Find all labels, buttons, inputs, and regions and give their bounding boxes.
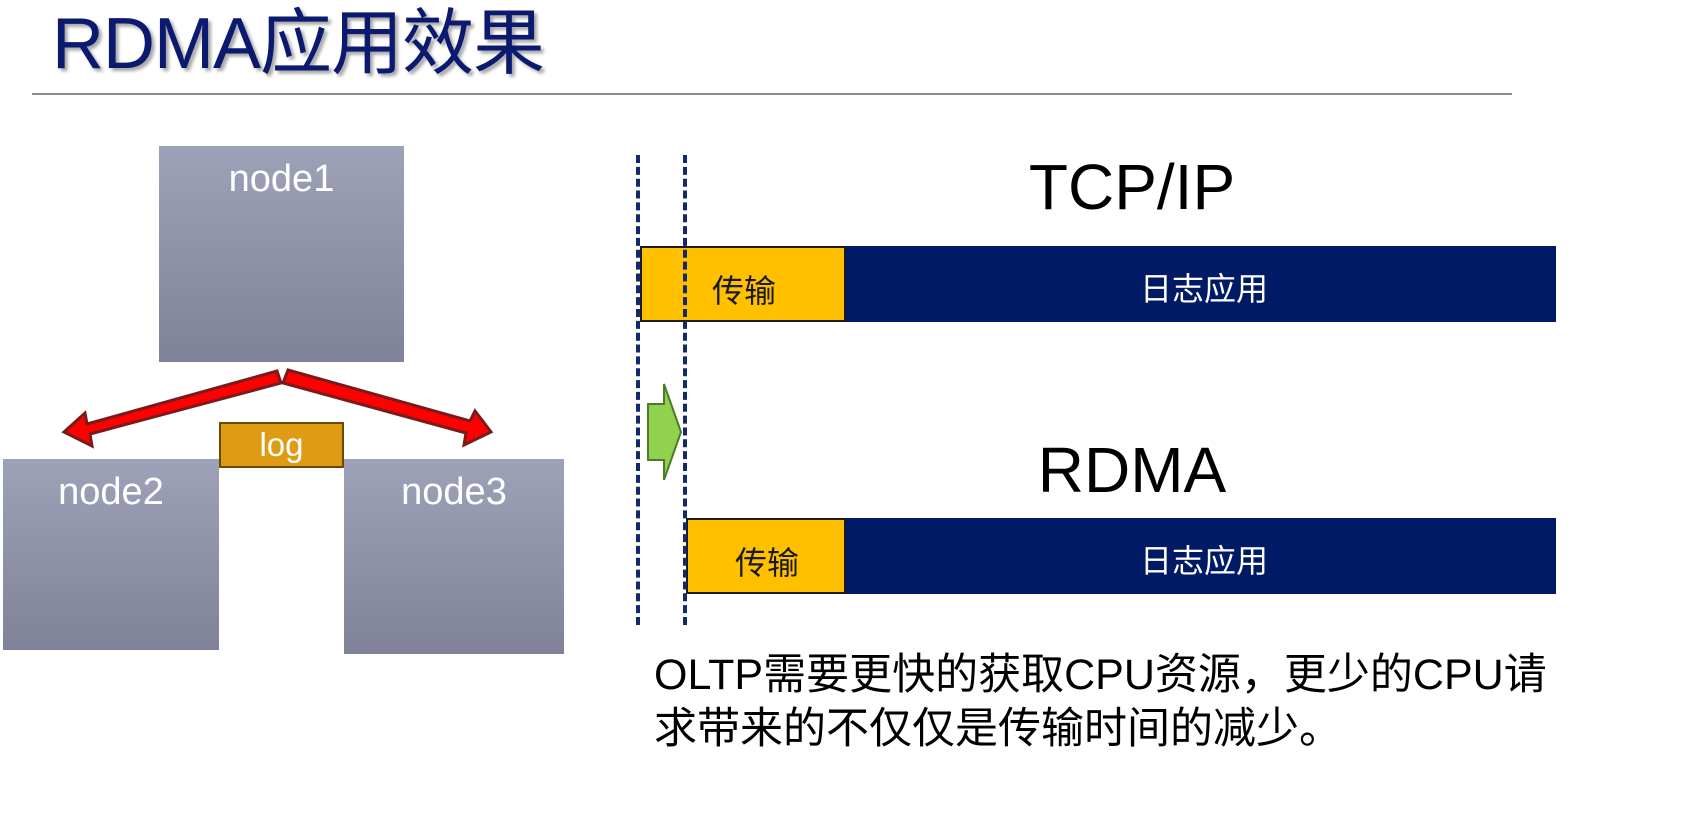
node3-box: node3 [344,459,564,654]
page-title: RDMA应用效果 [52,4,545,84]
shift-arrow [647,383,683,480]
node2-label: node2 [58,471,164,513]
tcpip-label: TCP/IP [1028,151,1236,223]
tcpip-transfer-label: 传输 [712,273,777,309]
replication-arrows [61,368,494,449]
dashed-line-rdma-start [683,155,687,625]
arrow-to-node2 [61,369,283,449]
rdma-apply-label: 日志应用 [1140,543,1269,579]
rdma-label: RDMA [1037,434,1227,506]
caption-line-1: OLTP需要更快的获取CPU资源，更少的CPU请 [654,651,1547,699]
node1-box: node1 [159,146,404,362]
tcpip-transfer-bar: 传输 [640,246,846,322]
caption-line-2: 求带来的不仅仅是传输时间的减少。 [654,705,1342,753]
green-arrow-icon [647,383,683,480]
tcpip-apply-bar: 日志应用 [846,246,1556,322]
node3-label: node3 [401,471,507,513]
tcpip-apply-label: 日志应用 [1140,271,1269,307]
rdma-transfer-label: 传输 [735,545,800,581]
log-box: log [219,422,344,468]
rdma-apply-bar: 日志应用 [846,518,1556,594]
rdma-transfer-bar: 传输 [686,518,846,594]
arrow-to-node3 [281,368,494,448]
title-divider [32,93,1512,95]
node1-label: node1 [228,158,335,200]
caption: OLTP需要更快的获取CPU资源，更少的CPU请 求带来的不仅仅是传输时间的减少… [654,648,1554,756]
dashed-line-start [636,155,640,625]
node2-box: node2 [3,459,219,650]
